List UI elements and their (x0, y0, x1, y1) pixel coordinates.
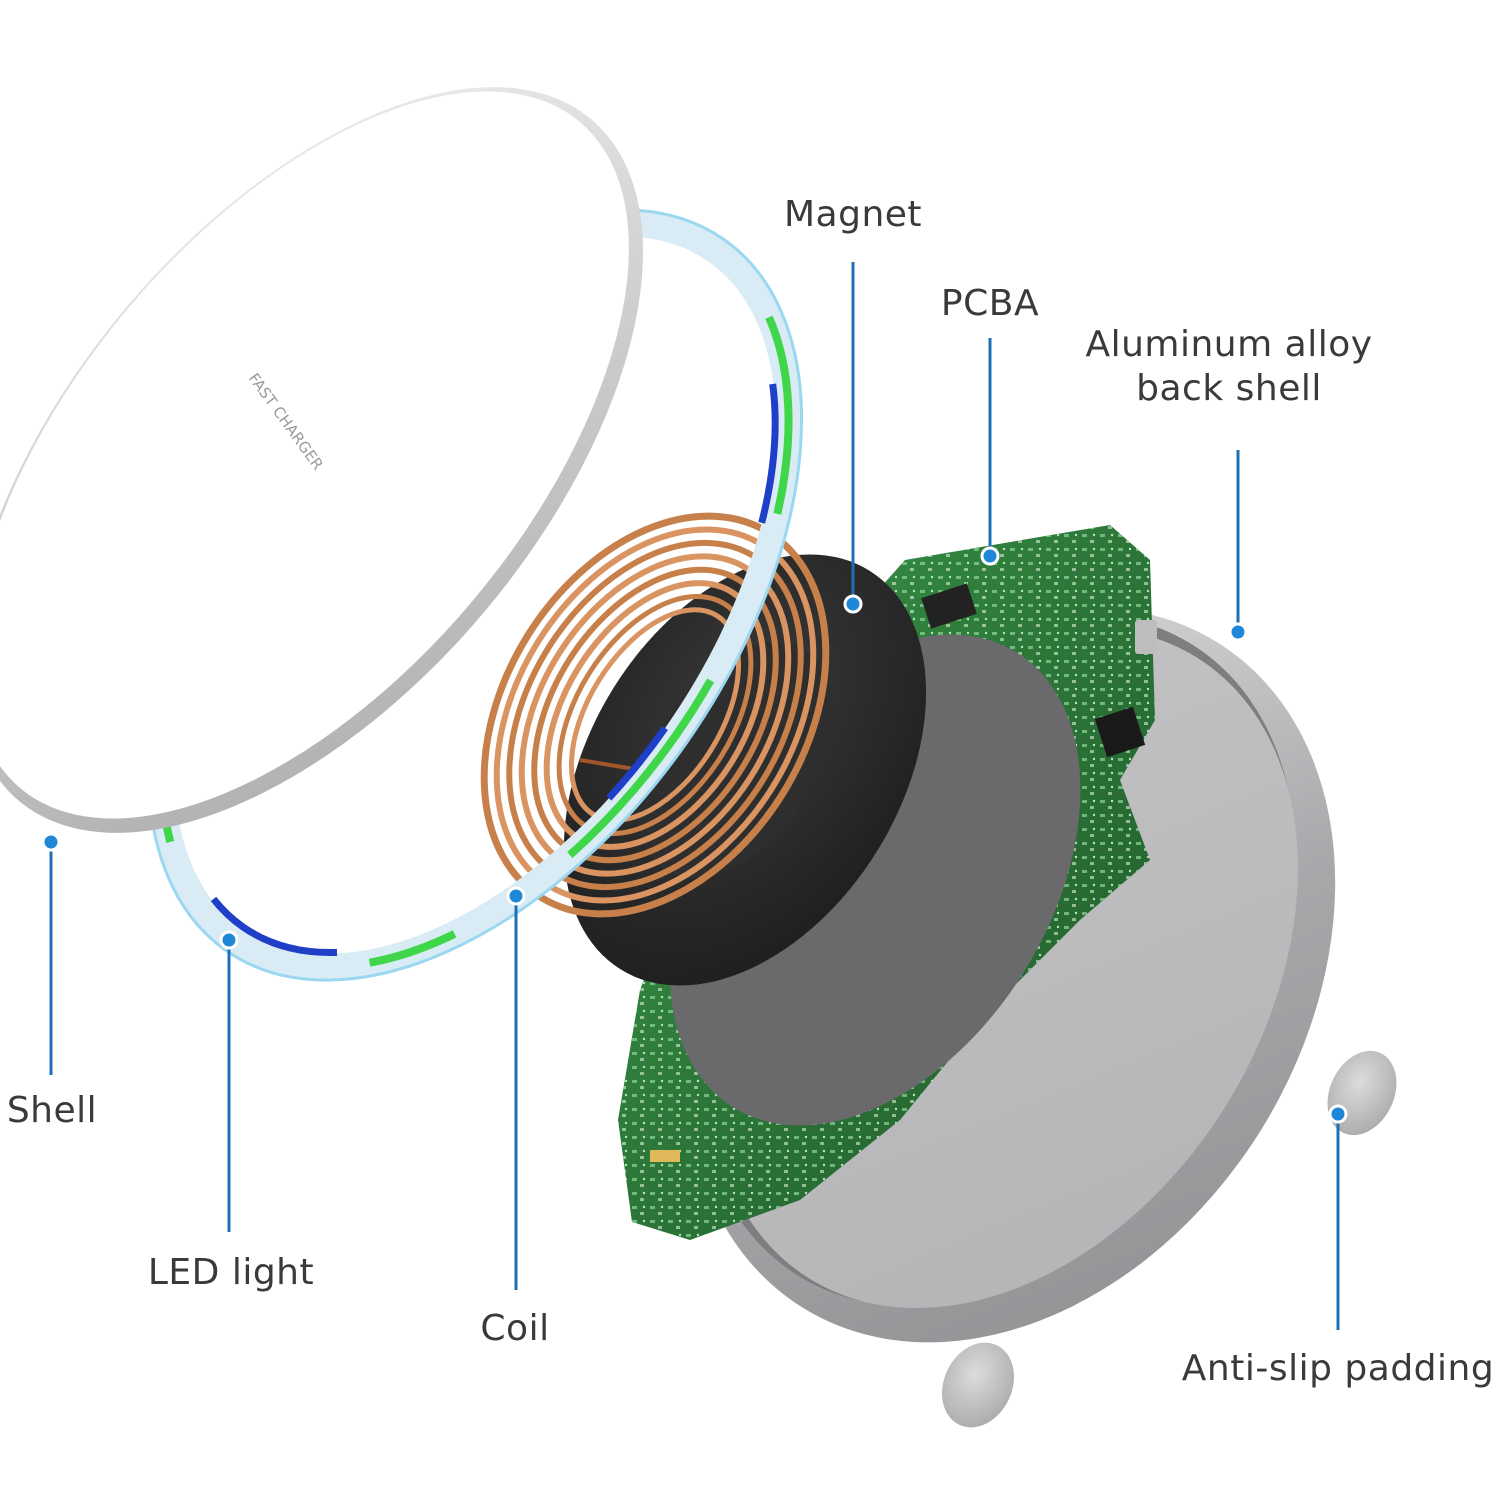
coil (480, 512, 830, 918)
label-led-light: LED light (148, 1252, 314, 1293)
label-back-shell-line1: Aluminum alloy (1085, 324, 1372, 365)
label-shell: Shell (7, 1090, 97, 1131)
label-back-shell-line2: back shell (1136, 368, 1322, 409)
label-coil: Coil (480, 1308, 549, 1349)
labels: Magnet PCBA Aluminum alloy back shell Sh… (7, 194, 1494, 1389)
label-magnet: Magnet (784, 194, 922, 235)
label-anti-slip-padding: Anti-slip padding (1182, 1348, 1494, 1389)
anchor-dots (41, 546, 1348, 1124)
label-pcba: PCBA (941, 283, 1039, 324)
white-shell: FAST CHARGER (0, 87, 643, 833)
leader-lines (49, 262, 1340, 1330)
